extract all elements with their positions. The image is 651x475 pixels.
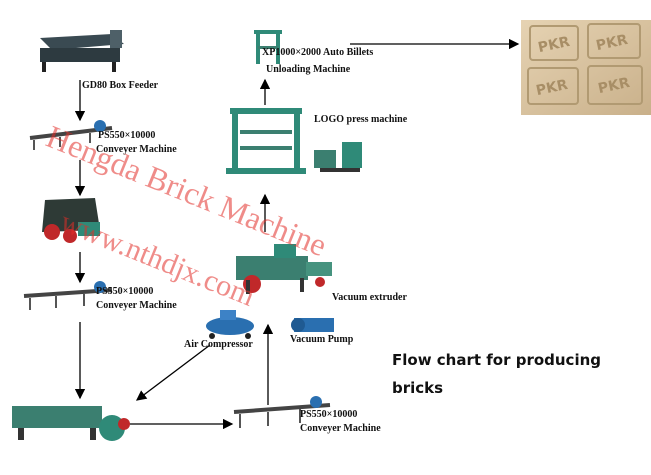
brick-photo-image: PKR PKR PKR PKR bbox=[521, 20, 651, 115]
chart-title-line-1: Flow chart for producing bbox=[392, 351, 602, 369]
vacuum-pump-machine-icon bbox=[291, 318, 334, 332]
label-conveyor-bottom-name: Conveyer Machine bbox=[300, 423, 381, 434]
box-feeder-machine-icon bbox=[40, 30, 124, 72]
mixer-machine-icon bbox=[12, 406, 130, 441]
brick-stamp-4: PKR bbox=[597, 75, 632, 97]
conveyor-bottom-machine-icon bbox=[233, 396, 331, 428]
label-logo-press: LOGO press machine bbox=[314, 114, 408, 125]
chart-title-line-2: bricks bbox=[392, 379, 444, 397]
brick-stamp-2: PKR bbox=[595, 32, 630, 54]
label-conveyor-mid-name: Conveyer Machine bbox=[96, 300, 177, 311]
air-compressor-machine-icon bbox=[206, 310, 254, 339]
label-conveyor-mid-model: PS550×10000 bbox=[96, 286, 154, 297]
brick-stamp-3: PKR bbox=[535, 77, 570, 99]
label-vacuum-extruder: Vacuum extruder bbox=[332, 292, 407, 303]
label-conveyor-top-model: PS550×10000 bbox=[98, 130, 156, 141]
label-box-feeder: GD80 Box Feeder bbox=[82, 80, 159, 91]
label-vacuum-pump: Vacuum Pump bbox=[290, 334, 354, 345]
crusher-machine-icon bbox=[42, 198, 100, 243]
conveyor-top-machine-icon bbox=[29, 120, 113, 150]
label-conveyor-top-name: Conveyer Machine bbox=[96, 144, 177, 155]
label-unloading-name: Unloading Machine bbox=[266, 64, 351, 75]
vacuum-extruder-machine-icon bbox=[236, 244, 332, 294]
label-conveyor-bottom-model: PS550×10000 bbox=[300, 409, 358, 420]
logo-press-machine-icon bbox=[226, 108, 362, 174]
label-unloading-model: XP1000×2000 Auto Billets bbox=[262, 47, 374, 58]
conveyor-mid-machine-icon bbox=[23, 281, 113, 310]
brick-stamp-1: PKR bbox=[537, 34, 572, 56]
arrow-compressor-to-mixer bbox=[135, 344, 211, 401]
label-air-compressor: Air Compressor bbox=[184, 339, 253, 350]
unloading-machine-icon bbox=[254, 30, 282, 64]
